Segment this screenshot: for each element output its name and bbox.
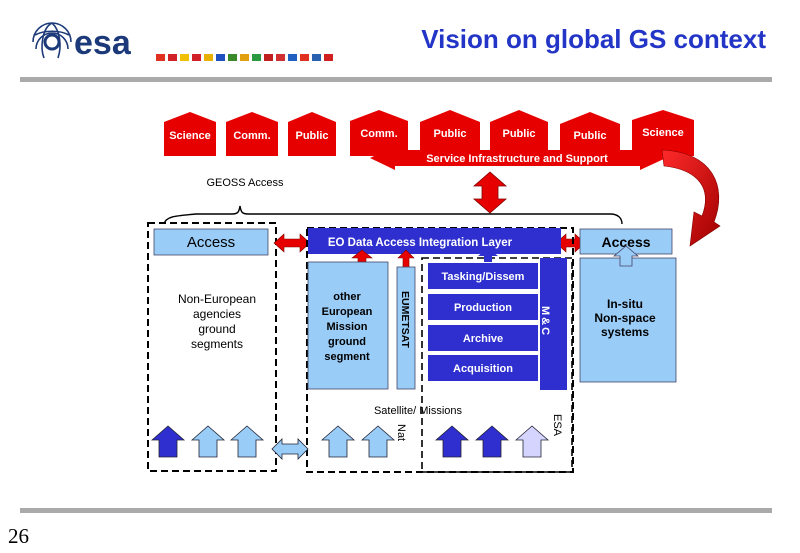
user-label: Science	[642, 127, 684, 139]
esa-logo: esa	[30, 18, 160, 62]
user-label: Public	[502, 128, 535, 140]
user-label: Comm.	[360, 128, 397, 140]
other-missions-box	[307, 261, 389, 390]
function-label: Acquisition	[453, 363, 513, 375]
integration-layer	[308, 228, 561, 254]
function-box	[428, 263, 538, 289]
flag-icon	[288, 54, 297, 61]
flag-icon	[300, 54, 309, 61]
up-arrow-light	[612, 245, 640, 267]
flag-icon	[324, 54, 333, 61]
user-label: Public	[433, 128, 466, 140]
satellite-arrow	[360, 425, 396, 458]
left-access-label: Access	[187, 234, 235, 251]
function-box	[428, 355, 538, 381]
flag-icon	[228, 54, 237, 61]
user-house: Comm.	[226, 112, 278, 156]
geoss-brace	[163, 205, 623, 225]
user-house: Public	[560, 112, 620, 158]
function-label: Production	[454, 302, 512, 314]
eumetsat-label: EUMETSAT	[399, 291, 411, 349]
flag-icon	[240, 54, 249, 61]
link-double-arrow	[271, 438, 309, 460]
flag-icon	[216, 54, 225, 61]
flag-icon	[156, 54, 165, 61]
curved-arrow	[661, 149, 721, 247]
satellite-arrow	[190, 425, 226, 458]
geoss-access-label: GEOSS Access	[206, 177, 284, 189]
user-house: Public	[288, 112, 336, 156]
right-access-label: Access	[601, 234, 650, 250]
left-dashed-frame	[147, 222, 277, 472]
flag-icon	[312, 54, 321, 61]
function-label: Archive	[463, 333, 503, 345]
slide-title: Vision on global GS context	[421, 24, 766, 54]
flag-icon	[192, 54, 201, 61]
up-arrow-red	[397, 249, 415, 269]
user-house: Public	[420, 110, 480, 156]
nat-label: Nat	[395, 424, 407, 441]
esa-functions: Tasking/Dissem Production Archive Acquis…	[428, 263, 538, 381]
user-label: Comm.	[233, 130, 270, 142]
left-link-arrow	[273, 233, 311, 253]
user-houses: Science Comm. Public Comm. Public Public…	[164, 110, 694, 158]
mc-box	[540, 258, 567, 390]
user-label: Public	[573, 130, 606, 142]
esa-dashed-frame	[421, 257, 573, 473]
integration-layer-label: EO Data Access Integration Layer	[328, 237, 513, 249]
eumetsat-box	[396, 266, 416, 390]
page-number: 26	[8, 524, 29, 548]
connector-arrow-blue	[478, 248, 498, 262]
satellite-arrow	[229, 425, 265, 458]
esa-logo-text: esa	[74, 24, 132, 62]
satellite-arrow	[474, 425, 510, 458]
flag-icon	[276, 54, 285, 61]
satellite-missions-label: Satellite/ Missions	[374, 405, 463, 417]
user-house: Science	[632, 110, 694, 156]
satellite-arrow	[150, 425, 186, 458]
user-label: Public	[295, 130, 328, 142]
flag-icon	[252, 54, 261, 61]
satellite-arrows	[150, 425, 550, 460]
flag-icon	[204, 54, 213, 61]
left-access-box	[153, 228, 269, 256]
service-bar: Service Infrastructure and Support	[370, 146, 666, 170]
user-house: Public	[490, 110, 548, 156]
function-box	[428, 294, 538, 320]
user-label: Science	[169, 130, 211, 142]
service-bar-label: Service Infrastructure and Support	[426, 153, 608, 165]
user-house: Comm.	[350, 110, 408, 156]
flag-icon	[264, 54, 273, 61]
service-to-layer-arrow	[472, 171, 508, 214]
member-state-flags	[156, 54, 333, 61]
esa-globe-icon: esa	[32, 22, 132, 62]
flag-icon	[168, 54, 177, 61]
footer-divider	[20, 508, 772, 513]
mc-label: M&C	[539, 306, 551, 337]
satellite-arrow	[320, 425, 356, 458]
function-box	[428, 325, 538, 351]
flag-icon	[180, 54, 189, 61]
esa-label: ESA	[551, 414, 563, 437]
satellite-arrow	[514, 425, 550, 458]
insitu-box	[579, 257, 677, 383]
user-house: Science	[164, 112, 216, 156]
function-label: Tasking/Dissem	[442, 271, 525, 283]
header-divider	[20, 77, 772, 82]
satellite-arrow	[434, 425, 470, 458]
